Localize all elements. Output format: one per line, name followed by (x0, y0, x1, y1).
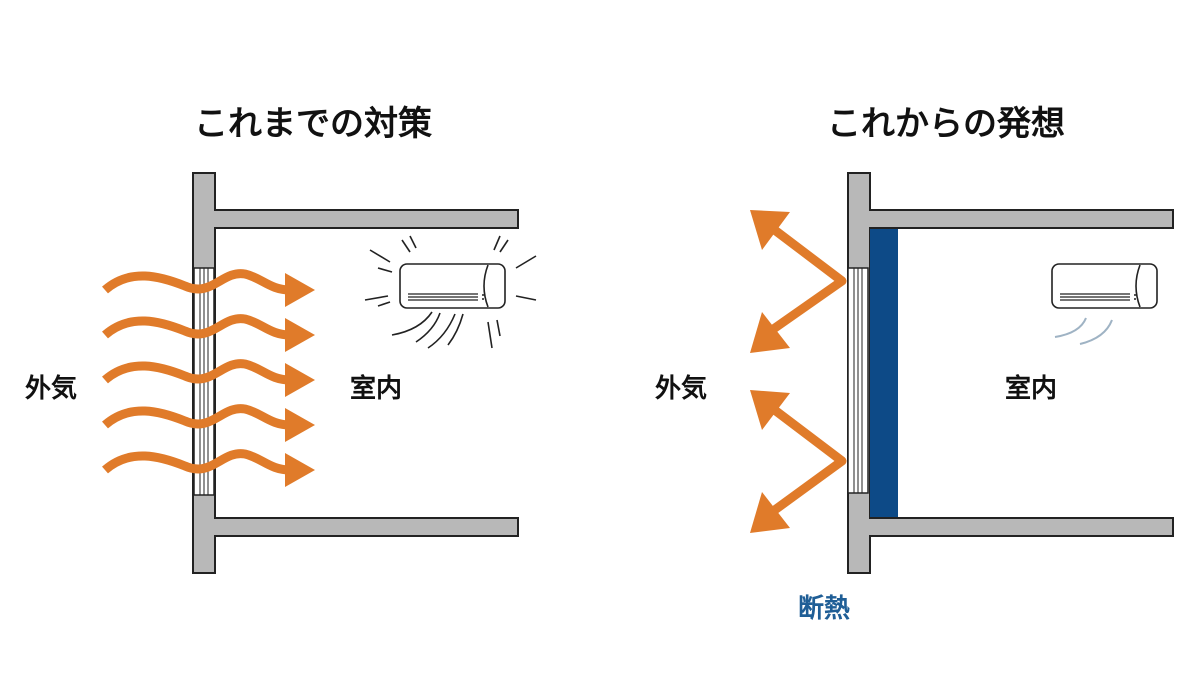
heat-wave-arrow (102, 404, 291, 430)
heat-inflow-arrowheads (285, 273, 315, 487)
heat-reflection-arrowheads (750, 210, 790, 533)
left-inside-label: 室内 (350, 374, 403, 404)
heat-inflow-arrows (102, 269, 291, 475)
left-outside-label: 外気 (25, 374, 78, 404)
arrowhead (285, 363, 315, 397)
heat-wave-arrow (102, 359, 291, 385)
left-panel-title: これまでの対策 (194, 104, 432, 144)
right-building-section (847, 172, 1174, 574)
heat-wave-arrow (102, 314, 291, 340)
arrowhead (285, 318, 315, 352)
insulation-layer (870, 229, 898, 517)
right-window (847, 267, 869, 494)
right-panel-title: これからの発想 (827, 104, 1065, 144)
right-outside-label: 外気 (655, 374, 708, 404)
insulation-label: 断熱 (798, 594, 851, 624)
right-inside-label: 室内 (1005, 374, 1058, 404)
heat-wave-arrow (102, 449, 291, 475)
arrowhead (285, 273, 315, 307)
right-air-conditioner-icon (1051, 263, 1158, 345)
heat-reflection-arrows (769, 224, 847, 516)
left-air-conditioner-icon (364, 235, 537, 349)
heat-wave-arrow (102, 269, 291, 295)
arrowhead (285, 408, 315, 442)
arrowhead (285, 453, 315, 487)
